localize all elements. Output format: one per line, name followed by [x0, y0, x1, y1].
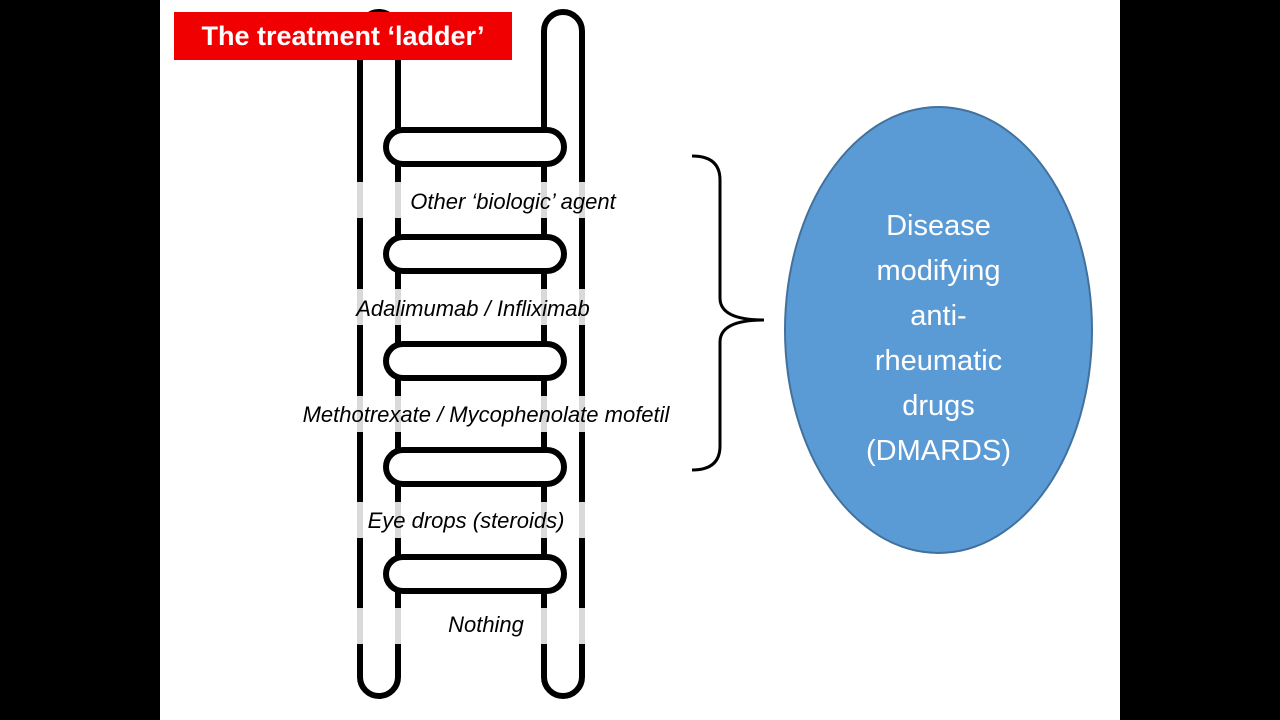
ladder-graphic	[350, 9, 595, 699]
slide: The treatment ‘ladder’ Other ‘biologic’ …	[160, 0, 1120, 720]
step-label-nothing: Nothing	[448, 612, 524, 637]
dmards-line: anti-	[910, 300, 967, 332]
dmards-label: Disease modifying anti- rheumatic drugs …	[786, 204, 1091, 474]
slide-title: The treatment ‘ladder’	[174, 12, 512, 60]
ladder-rung	[383, 234, 567, 274]
dmards-line: modifying	[876, 255, 1001, 287]
dmards-line: rheumatic	[874, 345, 1003, 377]
step-label-biologic: Other ‘biologic’ agent	[410, 189, 616, 214]
ladder-rung	[383, 341, 567, 381]
ladder-rung	[383, 554, 567, 594]
dmards-line: drugs	[902, 390, 975, 422]
step-label-adalimumab: Adalimumab / Infliximab	[356, 296, 590, 321]
step-label-eye-drops: Eye drops (steroids)	[367, 508, 565, 533]
ladder-rung	[383, 447, 567, 487]
ladder-rung	[383, 127, 567, 167]
step-label-methotrexate: Methotrexate / Mycophenolate mofetil	[302, 402, 670, 427]
dmards-line: (DMARDS)	[866, 435, 1011, 467]
dmards-oval: Disease modifying anti- rheumatic drugs …	[784, 106, 1093, 554]
dmards-line: Disease	[886, 210, 991, 242]
curly-brace	[691, 154, 765, 472]
